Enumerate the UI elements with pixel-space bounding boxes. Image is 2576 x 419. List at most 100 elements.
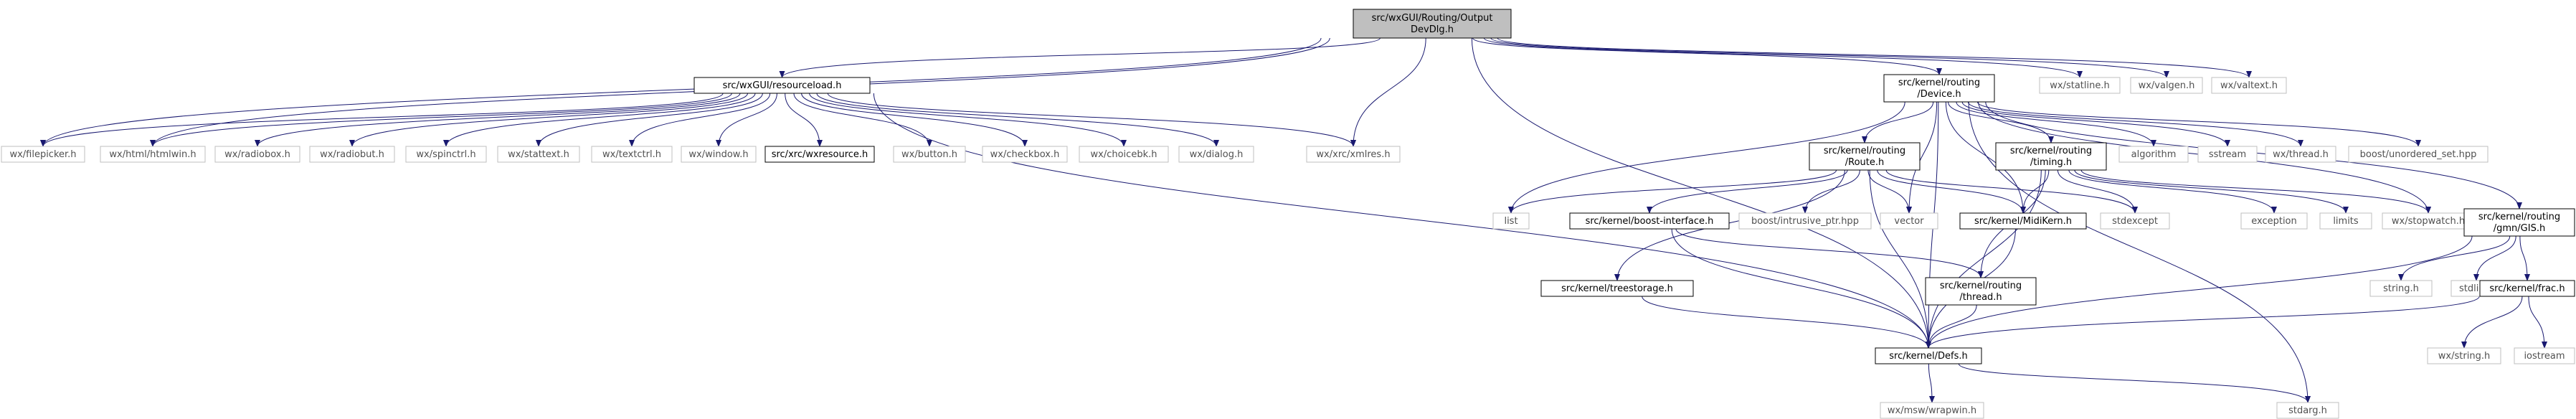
node-box (1492, 212, 1530, 230)
node-label: wx/stattext.h (508, 149, 569, 160)
edge-frac-to-iostream (2528, 296, 2547, 349)
node-label: wx/window.h (688, 149, 748, 160)
node-box (2514, 347, 2575, 364)
edge-root-to-valtext (1497, 37, 2252, 78)
node-xmlres: wx/xrc/xmlres.h (1306, 146, 1401, 163)
node-midikern[interactable]: src/kernel/MidiKern.h (1959, 212, 2087, 230)
edge-resourceload-to-xmlres (827, 93, 1356, 147)
node-box (2276, 402, 2339, 419)
node-route[interactable]: src/kernel/routing/Route.h (1809, 142, 1921, 171)
node-defs[interactable]: src/kernel/Defs.h (1875, 347, 1982, 364)
node-label: stdarg.h (2288, 405, 2327, 416)
node-box (2369, 280, 2433, 297)
node-timing[interactable]: src/kernel/routing/timing.h (1995, 142, 2107, 171)
node-label: boost/unordered_set.hpp (2360, 149, 2477, 160)
node-label: wx/msw/wrapwin.h (1888, 405, 1976, 416)
node-box (1738, 212, 1872, 230)
node-box (1880, 402, 1984, 419)
node-label: src/kernel/routing (2478, 212, 2560, 222)
node-limits: limits (2319, 212, 2372, 230)
node-wrapwin: wx/msw/wrapwin.h (1880, 402, 1984, 419)
node-label: src/kernel/routing (1824, 146, 1905, 156)
edge-timing-to-exception (2068, 169, 2277, 214)
node-box (2319, 212, 2372, 230)
node-label: wx/valgen.h (2139, 80, 2195, 91)
node-boostif[interactable]: src/kernel/boost-interface.h (1569, 212, 1730, 230)
edge-device-to-sstream (1961, 101, 2230, 147)
edge-root-to-statline (1483, 37, 2083, 78)
node-resourceload[interactable]: src/wxGUI/resourceload.h (693, 77, 871, 94)
node-label: /Device.h (1917, 89, 1961, 100)
edge-resourceload-to-choicebk (809, 93, 1127, 147)
edge-root-to-resourceload (779, 37, 1381, 78)
node-frac[interactable]: src/kernel/frac.h (2479, 280, 2575, 297)
node-box (2265, 146, 2336, 163)
node-label: src/kernel/boost-interface.h (1586, 216, 1714, 227)
node-box (2118, 146, 2189, 163)
node-label: DevDlg.h (1411, 24, 1454, 35)
node-box (2427, 347, 2501, 364)
node-treestorage[interactable]: src/kernel/treestorage.h (1540, 280, 1694, 297)
node-box (591, 146, 673, 163)
node-box (2211, 77, 2287, 94)
node-stringh: string.h (2369, 280, 2433, 297)
node-radiobox: wx/radiobox.h (214, 146, 300, 163)
edge-route-to-defs (1869, 169, 1931, 349)
node-wxresource[interactable]: src/xrc/wxresource.h (764, 146, 875, 163)
node-sstream: sstream (2197, 146, 2258, 163)
edge-rthread-to-defs (1926, 304, 1977, 349)
node-stdarg: stdarg.h (2276, 402, 2339, 419)
edge-defs-to-wrapwin (1928, 363, 1935, 403)
node-box (309, 146, 395, 163)
edge-device-to-midikern (1945, 101, 2026, 214)
edge-gis-to-frac (2519, 235, 2530, 281)
node-stattext: wx/stattext.h (497, 146, 580, 163)
edge-resourceload-to-textctrl (629, 93, 771, 147)
node-label: wx/checkbox.h (990, 149, 1060, 160)
node-label: wx/textctrl.h (602, 149, 661, 160)
edge-boostif-to-defs (1671, 228, 1931, 349)
node-device[interactable]: src/kernel/routing/Device.h (1883, 74, 1995, 103)
node-dialog: wx/dialog.h (1178, 146, 1254, 163)
edge-route-to-stdexcept (1885, 169, 2138, 214)
node-filepicker: wx/filepicker.h (1, 146, 85, 163)
edge-device-to-unordered (1976, 101, 2421, 147)
node-radiobut: wx/radiobut.h (309, 146, 395, 163)
node-rthread[interactable]: src/kernel/routing/thread.h (1925, 277, 2037, 306)
node-box (1925, 277, 2037, 306)
node-valtext: wx/valtext.h (2211, 77, 2287, 94)
node-label: /gmn/GIS.h (2494, 223, 2545, 234)
node-label: wx/spinctrl.h (416, 149, 475, 160)
node-box (681, 146, 757, 163)
node-unordered: boost/unordered_set.hpp (2348, 146, 2489, 163)
edge-route-to-intrusive (1802, 169, 1860, 214)
edge-frac-to-defs (1926, 296, 2480, 349)
node-vector: vector (1880, 212, 1938, 230)
node-label: wx/button.h (901, 149, 957, 160)
node-gis[interactable]: src/kernel/routing/gmn/GIS.h (2463, 208, 2575, 237)
node-label: wx/radiobut.h (320, 149, 384, 160)
node-label: wx/statline.h (2050, 80, 2109, 91)
node-label: src/kernel/routing (2010, 146, 2092, 156)
edge-root-to-valgen (1490, 37, 2169, 78)
node-label: src/xrc/wxresource.h (772, 149, 868, 160)
node-label: boost/intrusive_ptr.hpp (1751, 216, 1859, 227)
node-box (982, 146, 1068, 163)
node-label: /thread.h (1959, 292, 2002, 303)
node-label: wx/radiobox.h (224, 149, 290, 160)
edge-route-to-treestorage (1614, 169, 1845, 281)
node-valgen: wx/valgen.h (2130, 77, 2203, 94)
node-thread: wx/thread.h (2265, 146, 2336, 163)
node-window: wx/window.h (681, 146, 757, 163)
edge-resourceload-to-stattext (536, 93, 763, 147)
node-label: src/kernel/Defs.h (1889, 351, 1968, 362)
edge-route-to-list (1508, 169, 1837, 214)
node-label: wx/filepicker.h (9, 149, 76, 160)
node-label: wx/choicebk.h (1091, 149, 1157, 160)
node-label: src/kernel/MidiKern.h (1974, 216, 2072, 227)
node-algorithm: algorithm (2118, 146, 2189, 163)
node-label: sstream (2209, 149, 2246, 160)
node-box (1995, 142, 2107, 171)
node-label: vector (1894, 216, 1924, 227)
